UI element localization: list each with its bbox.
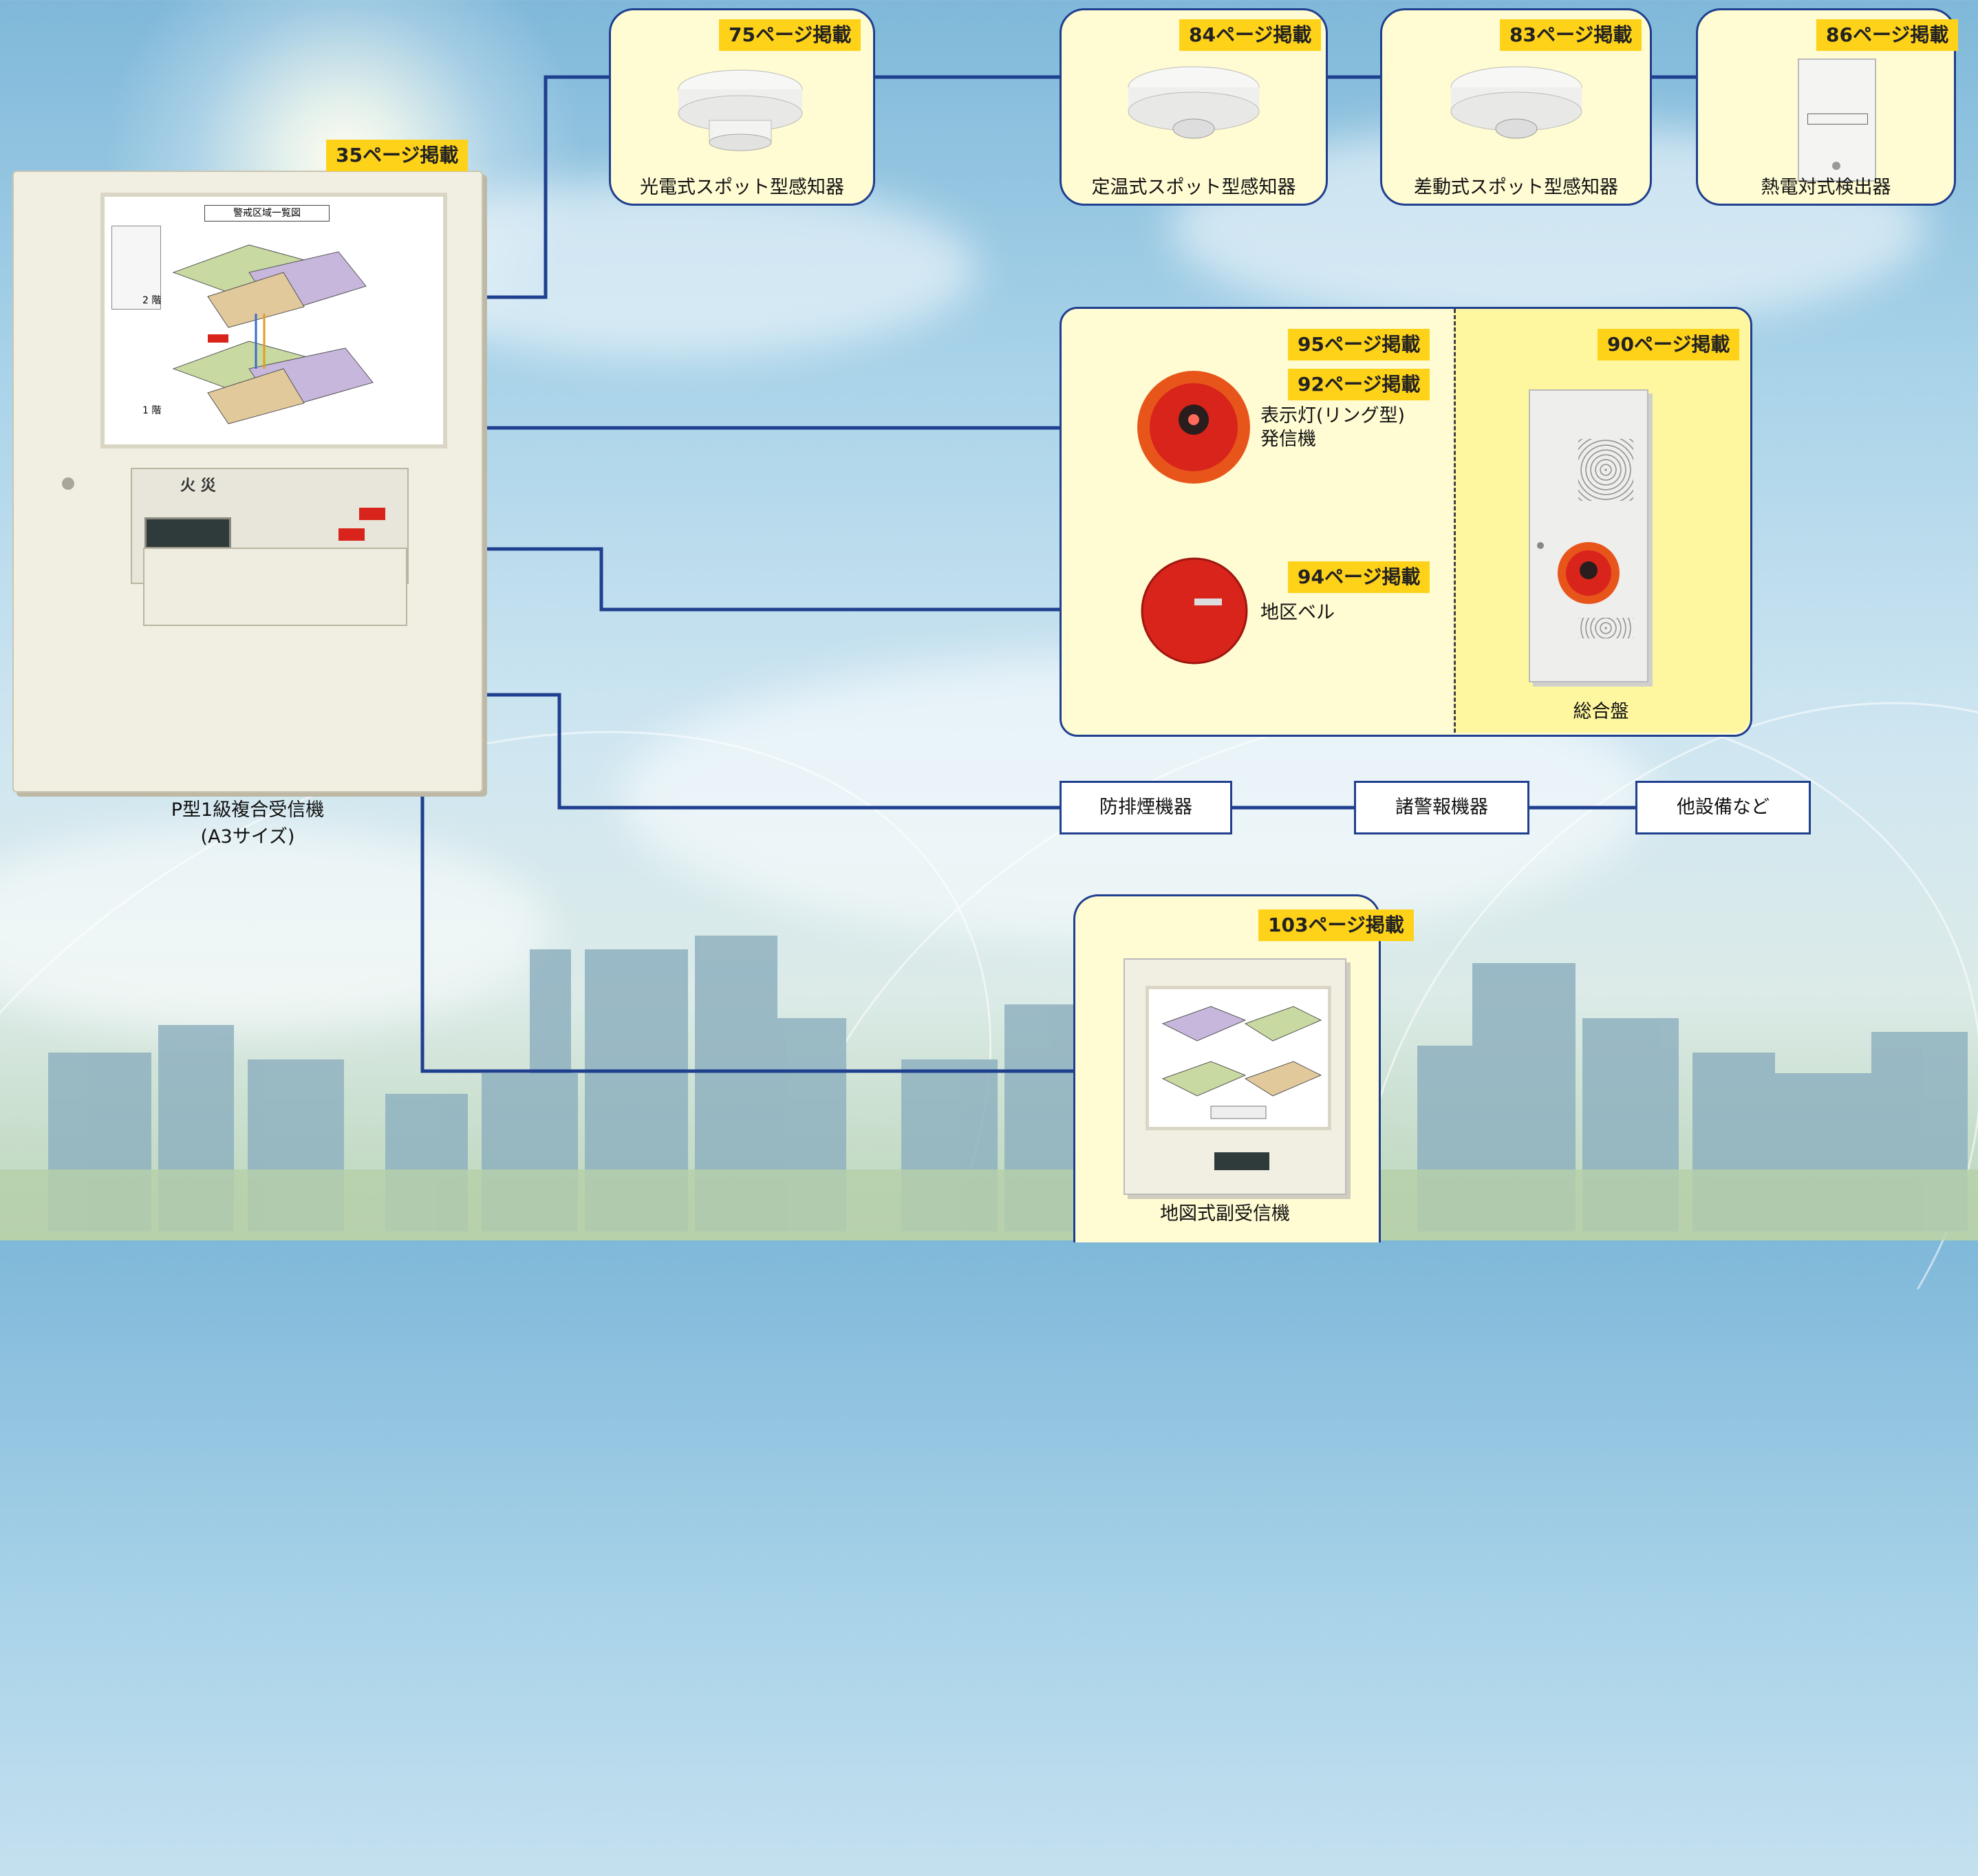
sub-receiver-card: [1073, 894, 1381, 1242]
display-title: 警戒区域一覧図: [204, 205, 330, 222]
floor-map: [172, 244, 374, 424]
page-badge: 90ページ掲載: [1598, 329, 1740, 360]
page-badge: 84ページ掲載: [1179, 19, 1322, 51]
heat-detector-icon: [1128, 66, 1260, 139]
integrated-panel-label: 総合盤: [1573, 701, 1629, 722]
page-badge: 35ページ掲載: [326, 140, 469, 171]
transmitter-label: 発信機: [1260, 429, 1316, 450]
floor-2-label: 2 階: [142, 295, 162, 306]
other-equipment-box: 他設備など: [1635, 781, 1811, 834]
sub-receiver-label: 地図式副受信機: [1160, 1203, 1290, 1225]
page-badge: 92ページ掲載: [1288, 369, 1430, 400]
lcd-display: [144, 517, 231, 549]
heat-detector-icon: [1450, 66, 1582, 139]
detector-label: 光電式スポット型感知器: [640, 177, 844, 198]
bell-icon: [1141, 557, 1248, 665]
detector-label: 差動式スポット型感知器: [1414, 177, 1618, 198]
page-badge: 94ページ掲載: [1288, 561, 1430, 593]
alarm-equipment-box: 諸警報機器: [1354, 781, 1529, 834]
main-receiver-panel: 警戒区域一覧図 2 階 1 階 火 災: [12, 171, 483, 793]
page-badge: 86ページ掲載: [1816, 19, 1959, 51]
reset-button[interactable]: [338, 528, 365, 541]
page-badge: 83ページ掲載: [1500, 19, 1642, 51]
panel-name: P型1級複合受信機: [171, 799, 325, 821]
page-badge: 103ページ掲載: [1258, 909, 1414, 941]
storage-drawer: [143, 548, 407, 626]
panel-size: (A3サイズ): [200, 826, 295, 848]
page-badge: 75ページ掲載: [719, 19, 861, 51]
city-skyline: [0, 936, 1978, 1240]
key-lock-icon: [62, 477, 74, 490]
smoke-detector-icon: [678, 69, 803, 151]
cloud: [0, 826, 550, 1032]
fire-indicator: 火 災: [180, 477, 216, 495]
integrated-panel-icon: [1529, 389, 1648, 682]
thermocouple-detector-icon: [1798, 58, 1876, 182]
map-sub-receiver-icon: [1124, 958, 1346, 1195]
detector-label: 熱電対式検出器: [1761, 177, 1891, 198]
alarm-button[interactable]: [359, 508, 385, 520]
detector-label: 定温式スポット型感知器: [1091, 177, 1296, 198]
legend-box: [111, 226, 161, 310]
page-badge: 95ページ掲載: [1288, 329, 1430, 360]
floor-1-label: 1 階: [142, 405, 162, 416]
ring-caption: 表示灯(リング型) 発信機: [1260, 405, 1405, 451]
map-display: 警戒区域一覧図 2 階 1 階: [100, 193, 447, 449]
panel-caption: P型1級複合受信機 (A3サイズ): [110, 795, 385, 848]
ring-indicator-icon: [1137, 371, 1250, 484]
bell-label: 地区ベル: [1260, 602, 1335, 623]
smoke-control-equipment-box: 防排煙機器: [1060, 781, 1232, 834]
wiring-diagram: [420, 75, 1696, 1073]
indicator-lamp-label: 表示灯(リング型): [1260, 405, 1406, 427]
